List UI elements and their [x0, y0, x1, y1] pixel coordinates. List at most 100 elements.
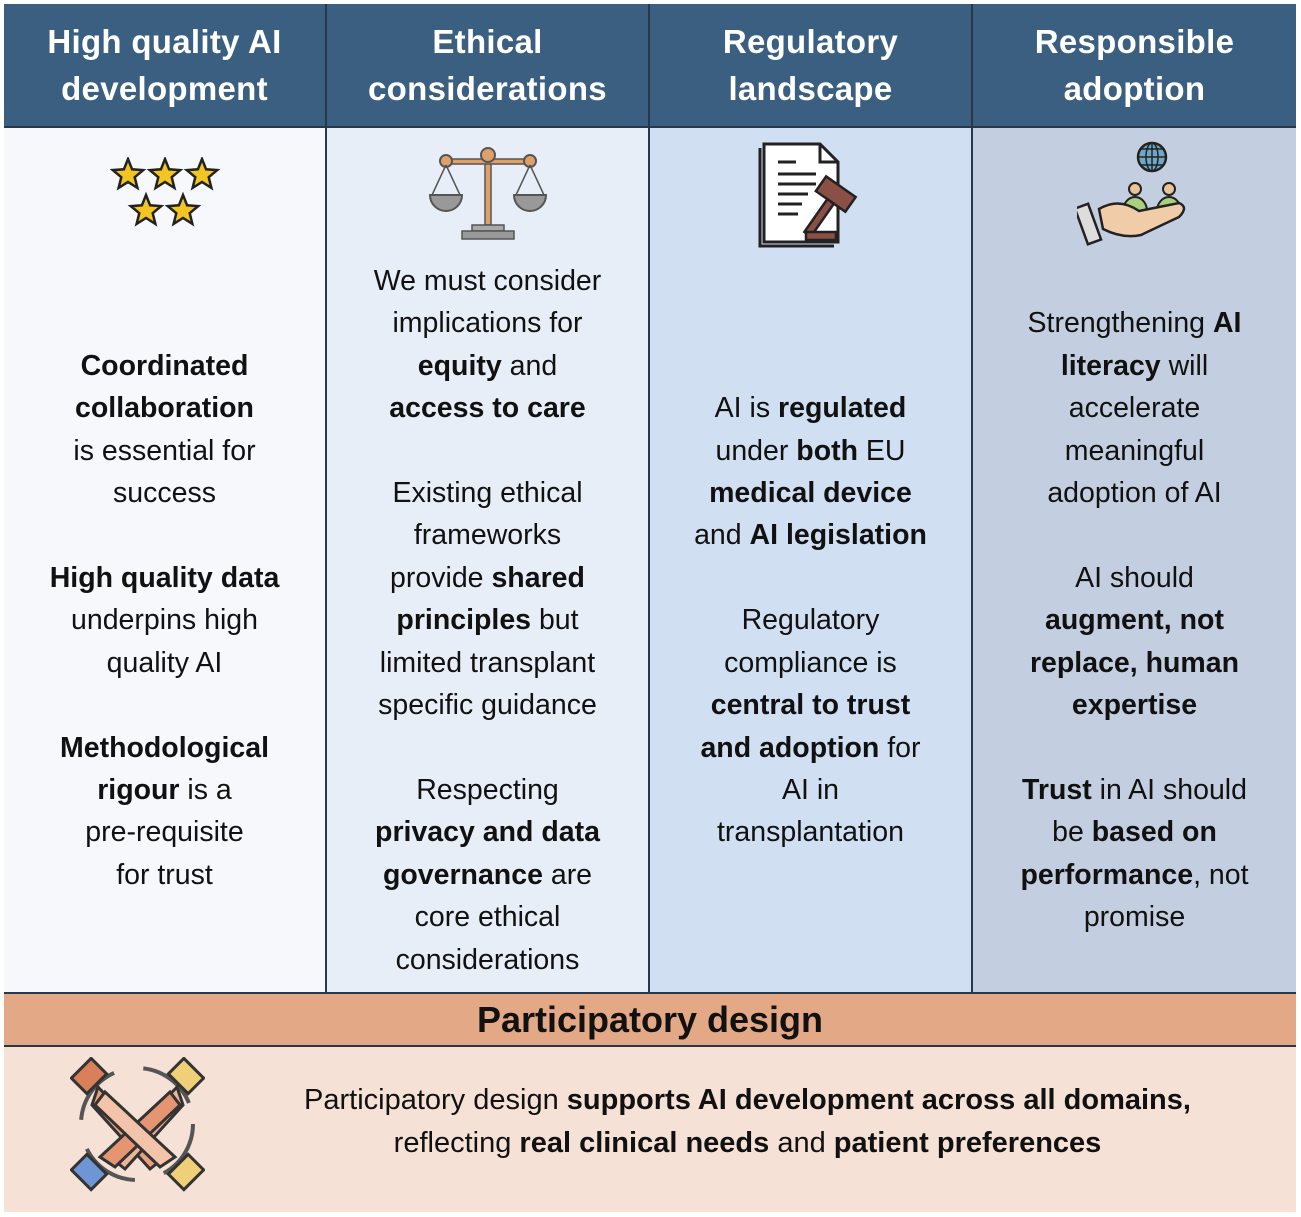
text-segment: quality AI: [106, 646, 223, 679]
text-line: Regulatory: [700, 599, 920, 641]
text-line: underpins high: [50, 599, 280, 641]
column-2: Ethical considerations We must consider imp…: [327, 4, 650, 992]
text-segment: and: [694, 519, 750, 552]
text-segment: implications for: [392, 307, 583, 340]
emphasis-text: Methodological: [60, 731, 269, 764]
text-line: core ethical: [375, 896, 600, 938]
text-segment: Existing ethical: [392, 477, 583, 510]
text-line: provide shared: [378, 557, 597, 599]
text-line: governance are: [375, 854, 600, 896]
participatory-design-text: Participatory design supports AI develop…: [219, 1079, 1276, 1165]
emphasis-text: based on: [1091, 816, 1217, 849]
text-line: collaboration: [73, 387, 255, 429]
text-line: adoption of AI: [1028, 472, 1242, 514]
text-segment: are: [542, 858, 593, 891]
emphasis-text: augment, not: [1045, 604, 1224, 637]
column-title-line: Ethical: [432, 23, 543, 60]
text-line: central to trust: [700, 684, 920, 726]
text-segment: Strengthening: [1027, 307, 1213, 340]
text-line: promise: [1020, 896, 1248, 938]
emphasis-text: rigour: [97, 773, 180, 806]
text-line: transplantation: [700, 811, 920, 853]
emphasis-text: equity: [417, 349, 502, 382]
text-line: meaningful: [1028, 430, 1242, 472]
emphasis-text: patient preferences: [833, 1127, 1102, 1159]
column-title: Responsible adoption: [973, 4, 1296, 128]
emphasis-text: regulated: [778, 392, 907, 425]
text-segment: is a: [179, 773, 232, 806]
text-segment: specific guidance: [378, 689, 597, 722]
text-line: and adoption for: [700, 727, 920, 769]
text-line: accelerate: [1028, 387, 1242, 429]
text-segment: EU: [858, 434, 906, 467]
emphasis-text: governance: [382, 858, 543, 891]
text-segment: core ethical: [414, 901, 561, 934]
text-line: Participatory design supports AI develop…: [219, 1079, 1276, 1122]
emphasis-text: central to trust: [710, 689, 911, 722]
text-line: replace, human: [1030, 642, 1239, 684]
text-line: medical device: [694, 472, 927, 514]
text-line: compliance is: [700, 642, 920, 684]
text-segment: AI is: [714, 392, 779, 425]
emphasis-text: AI legislation: [749, 519, 927, 552]
text-line: literacy will: [1028, 345, 1242, 387]
text-segment: but: [531, 604, 579, 637]
paragraph: Existing ethical frameworks provide shared…: [378, 472, 597, 726]
column-title: High quality AI development: [4, 4, 325, 128]
column-title-line: Responsible: [1034, 23, 1235, 60]
text-line: Strengthening AI: [1028, 302, 1242, 344]
text-line: frameworks: [378, 514, 597, 556]
text-line: considerations: [375, 939, 600, 981]
text-line: equity and: [374, 345, 602, 387]
text-segment: underpins high: [71, 604, 258, 637]
column-title-line: development: [61, 70, 268, 107]
emphasis-text: supports AI development across all domai…: [566, 1084, 1191, 1116]
text-line: We must consider: [374, 260, 602, 302]
emphasis-text: expertise: [1071, 689, 1198, 722]
text-segment: Regulatory: [741, 604, 880, 637]
emphasis-text: replace, human: [1029, 646, 1240, 679]
text-line: AI in: [700, 769, 920, 811]
text-segment: promise: [1083, 901, 1186, 934]
text-segment: Respecting: [416, 773, 559, 806]
text-segment: transplantation: [717, 816, 904, 849]
text-line: quality AI: [50, 642, 280, 684]
text-segment: is essential for: [73, 434, 256, 467]
text-line: rigour is a: [60, 769, 269, 811]
column-title-line: adoption: [1063, 70, 1206, 107]
hand-people-globe-icon: [973, 134, 1296, 252]
emphasis-text: AI: [1212, 307, 1242, 340]
joined-hands-icon: [69, 1056, 206, 1197]
emphasis-text: principles: [396, 604, 532, 637]
paragraph: Regulatory compliance is central to trust a…: [700, 599, 920, 853]
text-line: specific guidance: [378, 684, 597, 726]
emphasis-text: real clinical needs: [519, 1127, 770, 1159]
text-segment: accelerate: [1068, 392, 1201, 425]
text-line: AI should: [1030, 557, 1239, 599]
text-line: augment, not: [1030, 599, 1239, 641]
text-segment: and: [501, 349, 558, 382]
emphasis-text: both: [796, 434, 858, 467]
text-line: Existing ethical: [378, 472, 597, 514]
emphasis-text: literacy: [1060, 349, 1161, 382]
text-line: for trust: [60, 854, 269, 896]
text-segment: frameworks: [413, 519, 562, 552]
text-segment: for trust: [116, 858, 213, 891]
participatory-design-panel: Participatory design supports AI develop…: [4, 1047, 1296, 1212]
column-title-line: High quality AI: [47, 23, 282, 60]
text-line: performance, not: [1020, 854, 1248, 896]
text-line: access to care: [374, 387, 602, 429]
text-segment: AI in: [781, 773, 839, 806]
